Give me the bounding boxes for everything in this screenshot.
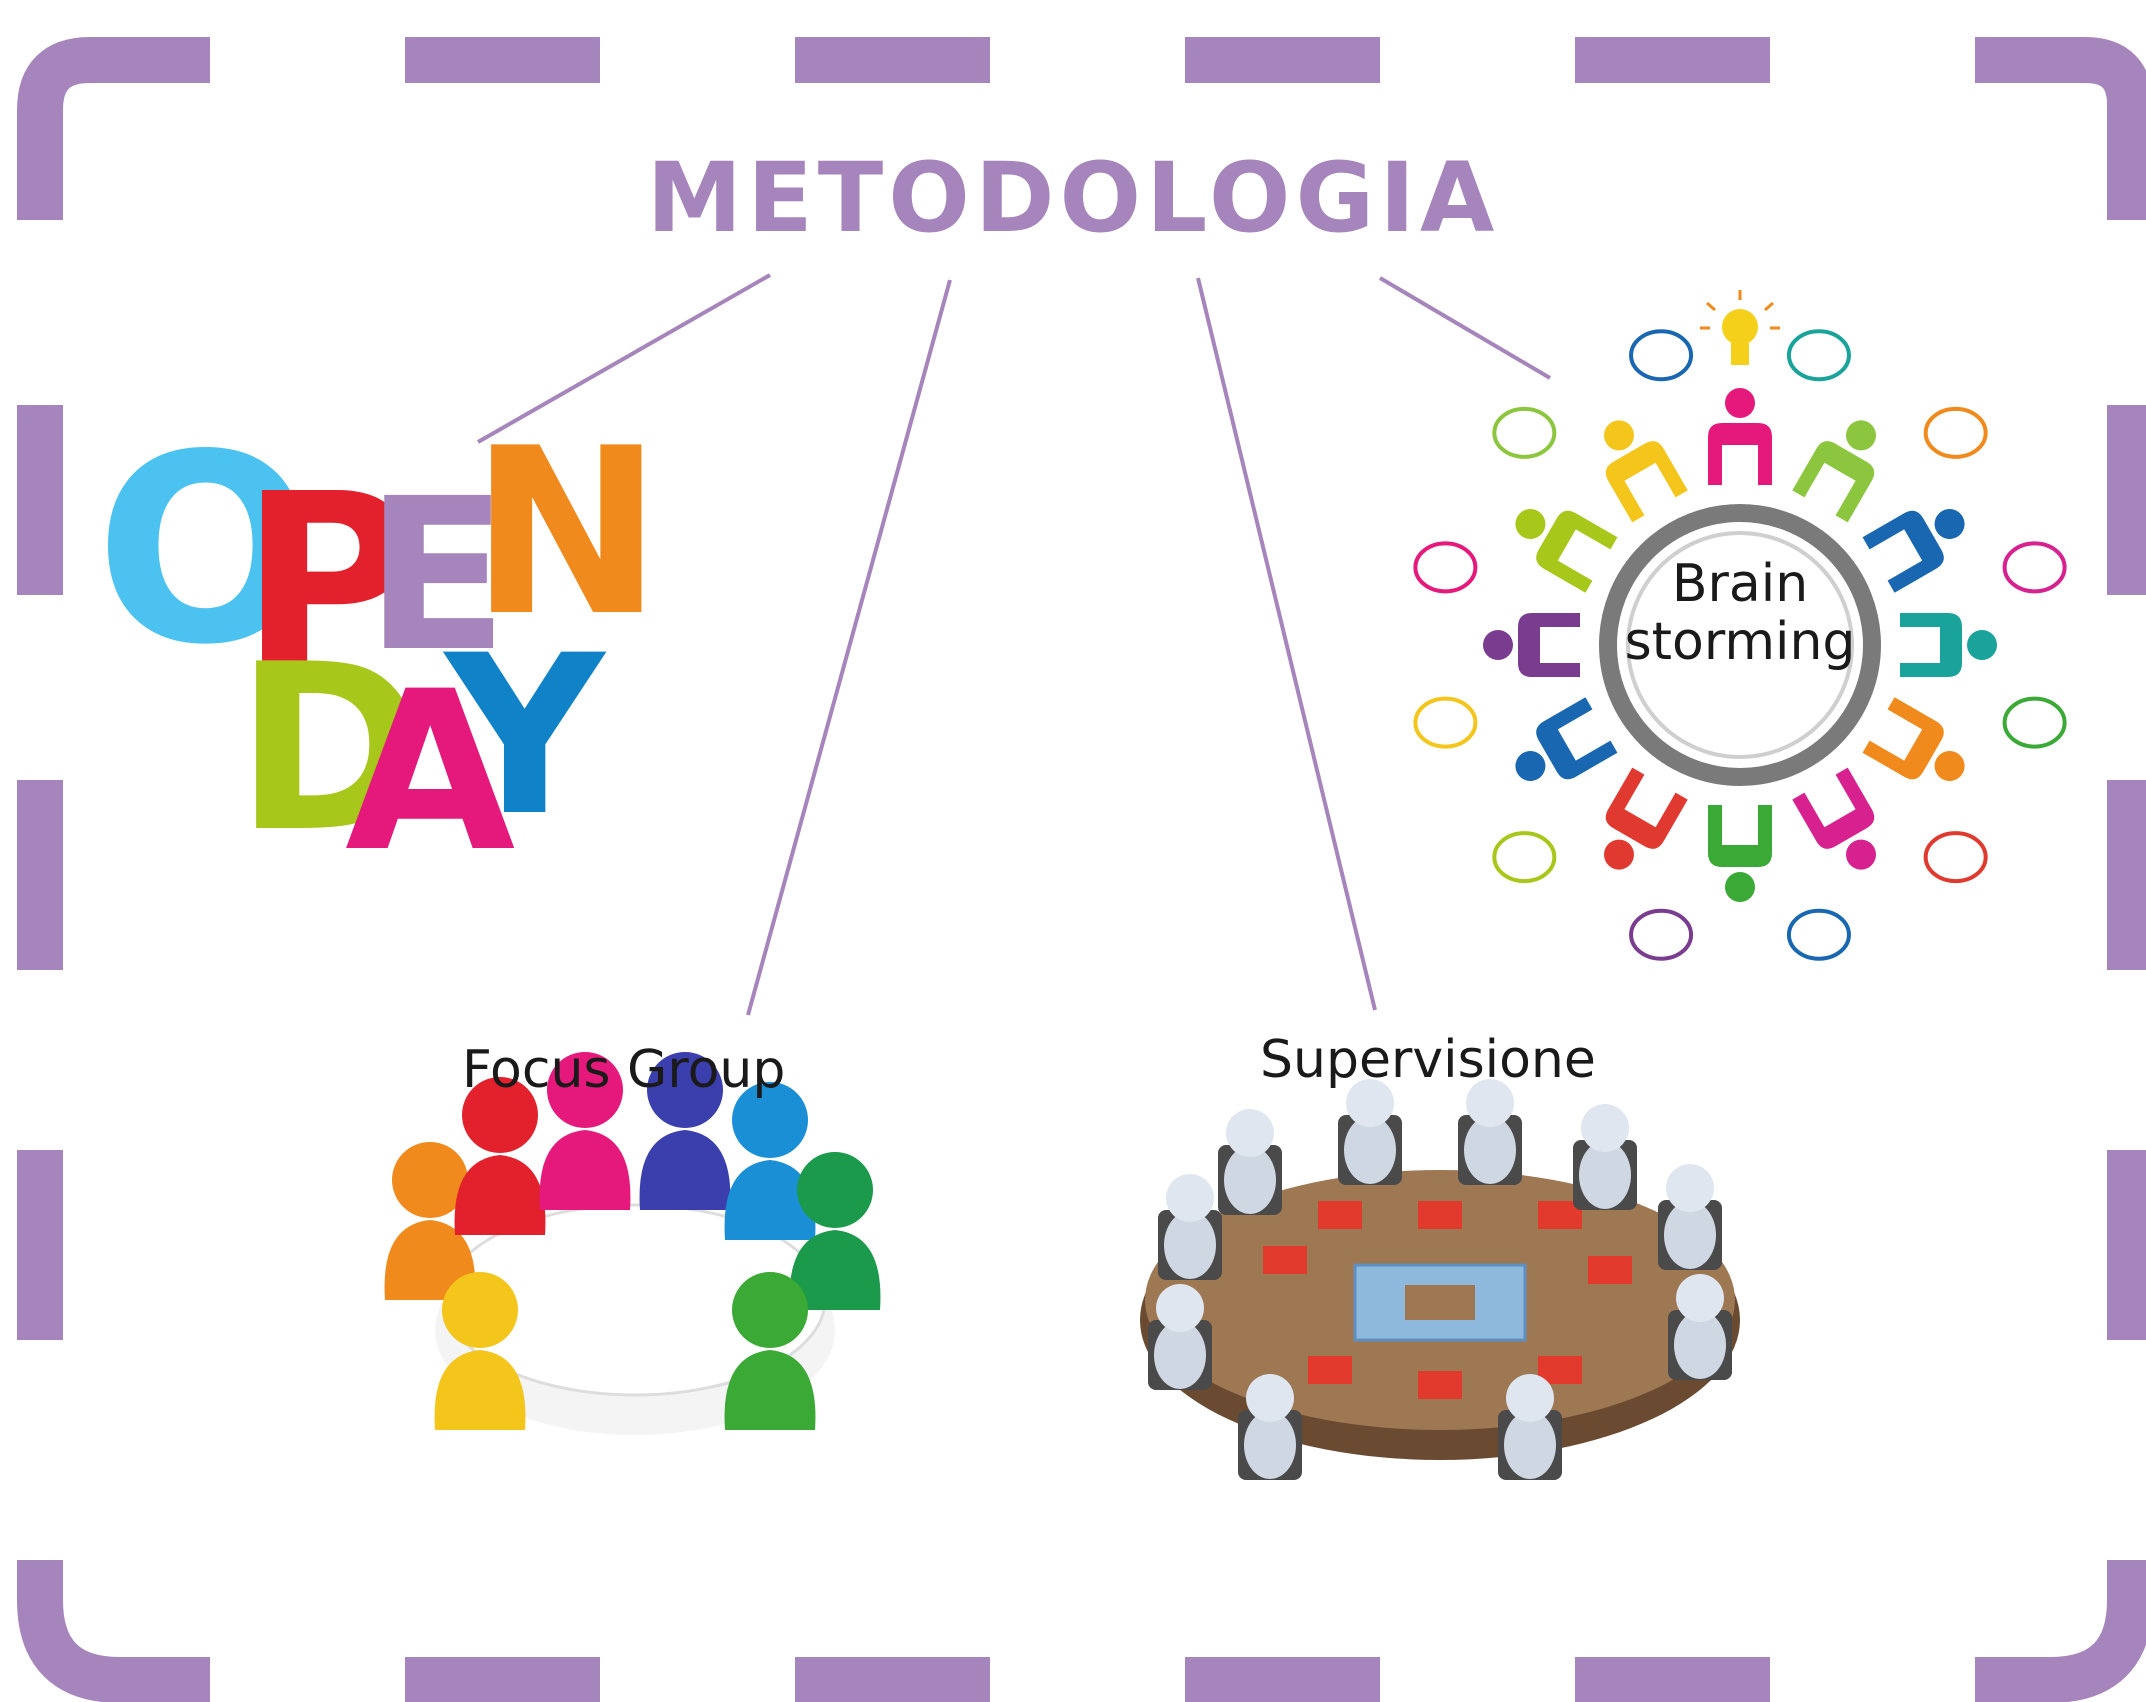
open-day-letter: P [240,442,416,722]
person-icon [1708,805,1772,902]
connector-brainstorming [1378,276,1552,380]
speech-bubble-icon [2002,696,2067,749]
open-day-logo: O P E N D A Y [95,400,663,900]
supervisione-label: Supervisione [1260,1030,1596,1090]
speech-bubble-icon [1492,831,1557,884]
person-icon [724,1272,816,1430]
focus-group-label: Focus Group [462,1040,786,1100]
puzzle-piece-icon [1418,1371,1462,1399]
person-icon [1604,420,1688,523]
connector-open-day [477,273,771,444]
speech-bubble-icon [1923,831,1988,884]
open-day-letter: E [365,453,508,698]
person-icon [1498,1374,1562,1480]
speech-bubble-icon [1629,329,1694,382]
speech-bubble-icon [2002,541,2067,594]
person-icon [1238,1374,1302,1480]
puzzle-piece-icon [1263,1246,1307,1274]
puzzle-piece-icon [1318,1201,1362,1229]
person-icon [1158,1174,1222,1280]
person-icon [639,1052,731,1210]
connector-lines [477,273,1552,1016]
person-icon [1862,697,1965,781]
person-icon [1148,1284,1212,1390]
speech-bubble-icon [1786,329,1851,382]
person-icon [1792,767,1876,870]
supervisione-illustration [1140,1079,1740,1480]
person-icon [1708,388,1772,485]
open-day-letter: N [470,400,663,667]
speech-bubble-icon [1923,406,1988,459]
brainstorming-illustration [1413,290,2067,961]
person-icon [1658,1164,1722,1270]
person-icon [1668,1274,1732,1380]
open-day-letter: A [345,644,515,900]
person-icon [434,1272,526,1430]
person-icon [1515,697,1618,781]
connector-supervisione [1196,277,1377,1011]
person-icon [1604,767,1688,870]
open-day-letter: D [235,616,426,883]
person-icon [1515,509,1618,593]
person-icon [539,1052,631,1210]
person-icon [384,1142,476,1300]
brainstorming-label-line2: storming [1624,612,1856,672]
person-icon [1573,1104,1637,1210]
puzzle-piece-icon [1588,1256,1632,1284]
person-icon [454,1077,546,1235]
focus-group-illustration [384,1052,881,1435]
brainstorming-label: Brain storming [1590,555,1890,671]
speech-bubble-icon [1629,908,1694,961]
puzzle-piece-icon [1538,1356,1582,1384]
puzzle-piece-icon [1308,1356,1352,1384]
person-icon [1458,1079,1522,1185]
person-icon [724,1082,816,1240]
open-day-letter: Y [442,608,607,864]
person-icon [1218,1109,1282,1215]
lightbulb-icon [1700,290,1780,365]
speech-bubble-icon [1413,541,1478,594]
speech-bubble-icon [1413,696,1478,749]
person-icon [1483,613,1580,677]
puzzle-piece-icon [1418,1201,1462,1229]
connector-focus-group [746,279,952,1016]
person-icon [789,1152,881,1310]
speech-bubble-icon [1786,908,1851,961]
person-icon [1900,613,1997,677]
brainstorming-label-line1: Brain [1671,554,1809,614]
person-icon [1338,1079,1402,1185]
dashed-frame [17,37,2146,1702]
person-icon [1792,420,1876,523]
page-title: METODOLOGIA [646,142,1500,254]
open-day-letter: O [95,400,316,702]
person-icon [1862,509,1965,593]
speech-bubble-icon [1492,406,1557,459]
